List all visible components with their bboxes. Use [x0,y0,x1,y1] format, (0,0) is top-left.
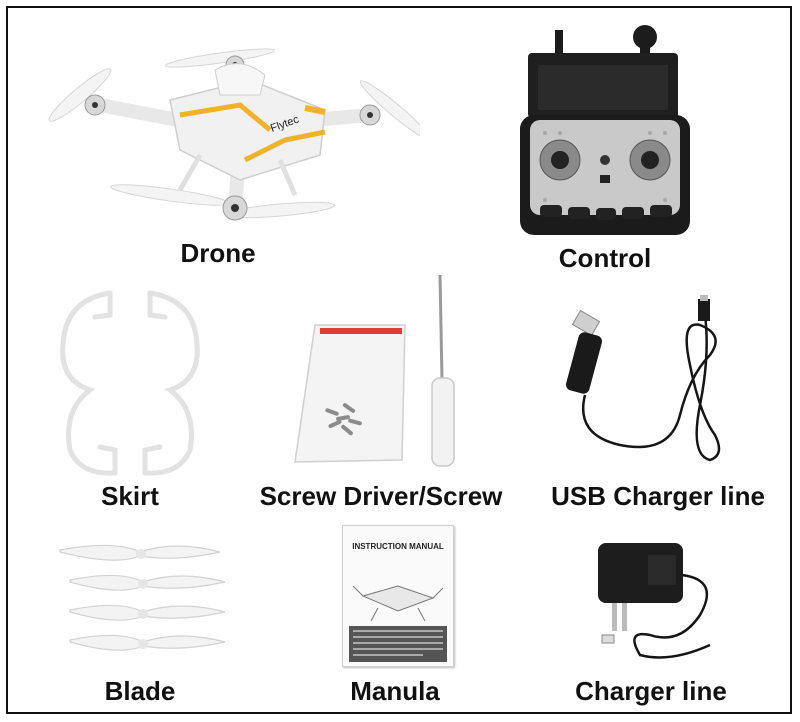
blade-item: Blade [55,540,235,710]
drone-image: Flytec [48,48,420,221]
control-image [520,25,690,235]
drone-item: Flytec Drone [40,20,420,270]
blades-image [59,544,226,651]
skirt-image [60,290,200,476]
blade-label: Blade [104,676,176,706]
usb-cable-image [565,295,721,462]
manual-item: INSTRUCTION MANUAL Manula [330,525,460,710]
charger-image [598,543,711,659]
skirt-item: Skirt [55,285,225,525]
charger-item: Charger line [560,535,745,710]
control-item: Control [500,25,710,275]
manual-cover-title: INSTRUCTION MANUAL [352,542,444,551]
charger-label: Charger line [575,676,727,706]
manual-label: Manula [350,676,440,706]
usb-charger-item: USB Charger line [540,295,780,525]
control-label: Control [558,243,652,273]
skirt-label: Skirt [101,481,159,511]
screwdriver-label: Screw Driver/Screw [259,481,503,511]
manual-image: INSTRUCTION MANUAL [342,525,454,667]
manual-drone-illustration [349,585,447,662]
screwdriver-item: Screw Driver/Screw [250,270,520,525]
drone-label: Drone [180,238,256,268]
usb-charger-label: USB Charger line [551,481,765,511]
screw-bag-image [294,274,455,467]
